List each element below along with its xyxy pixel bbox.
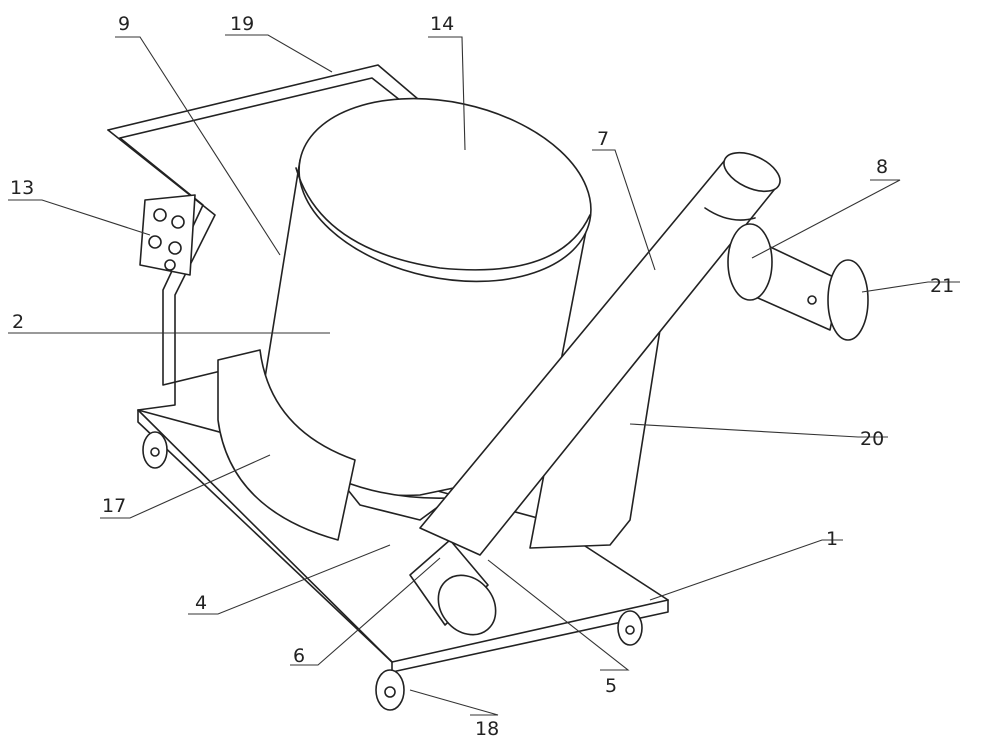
label-18: 18	[475, 718, 499, 740]
label-13: 13	[10, 177, 34, 199]
bracket-arm	[728, 224, 868, 340]
label-14: 14	[430, 13, 454, 35]
label-8: 8	[876, 156, 888, 178]
label-17: 17	[102, 495, 126, 517]
label-19: 19	[230, 13, 254, 35]
label-7: 7	[597, 128, 609, 150]
label-9: 9	[118, 13, 130, 35]
label-2: 2	[12, 311, 24, 333]
label-1: 1	[826, 528, 838, 550]
label-4: 4	[195, 592, 207, 614]
label-6: 6	[293, 645, 305, 667]
label-5: 5	[605, 675, 617, 697]
label-21: 21	[930, 275, 954, 297]
label-20: 20	[860, 428, 884, 450]
